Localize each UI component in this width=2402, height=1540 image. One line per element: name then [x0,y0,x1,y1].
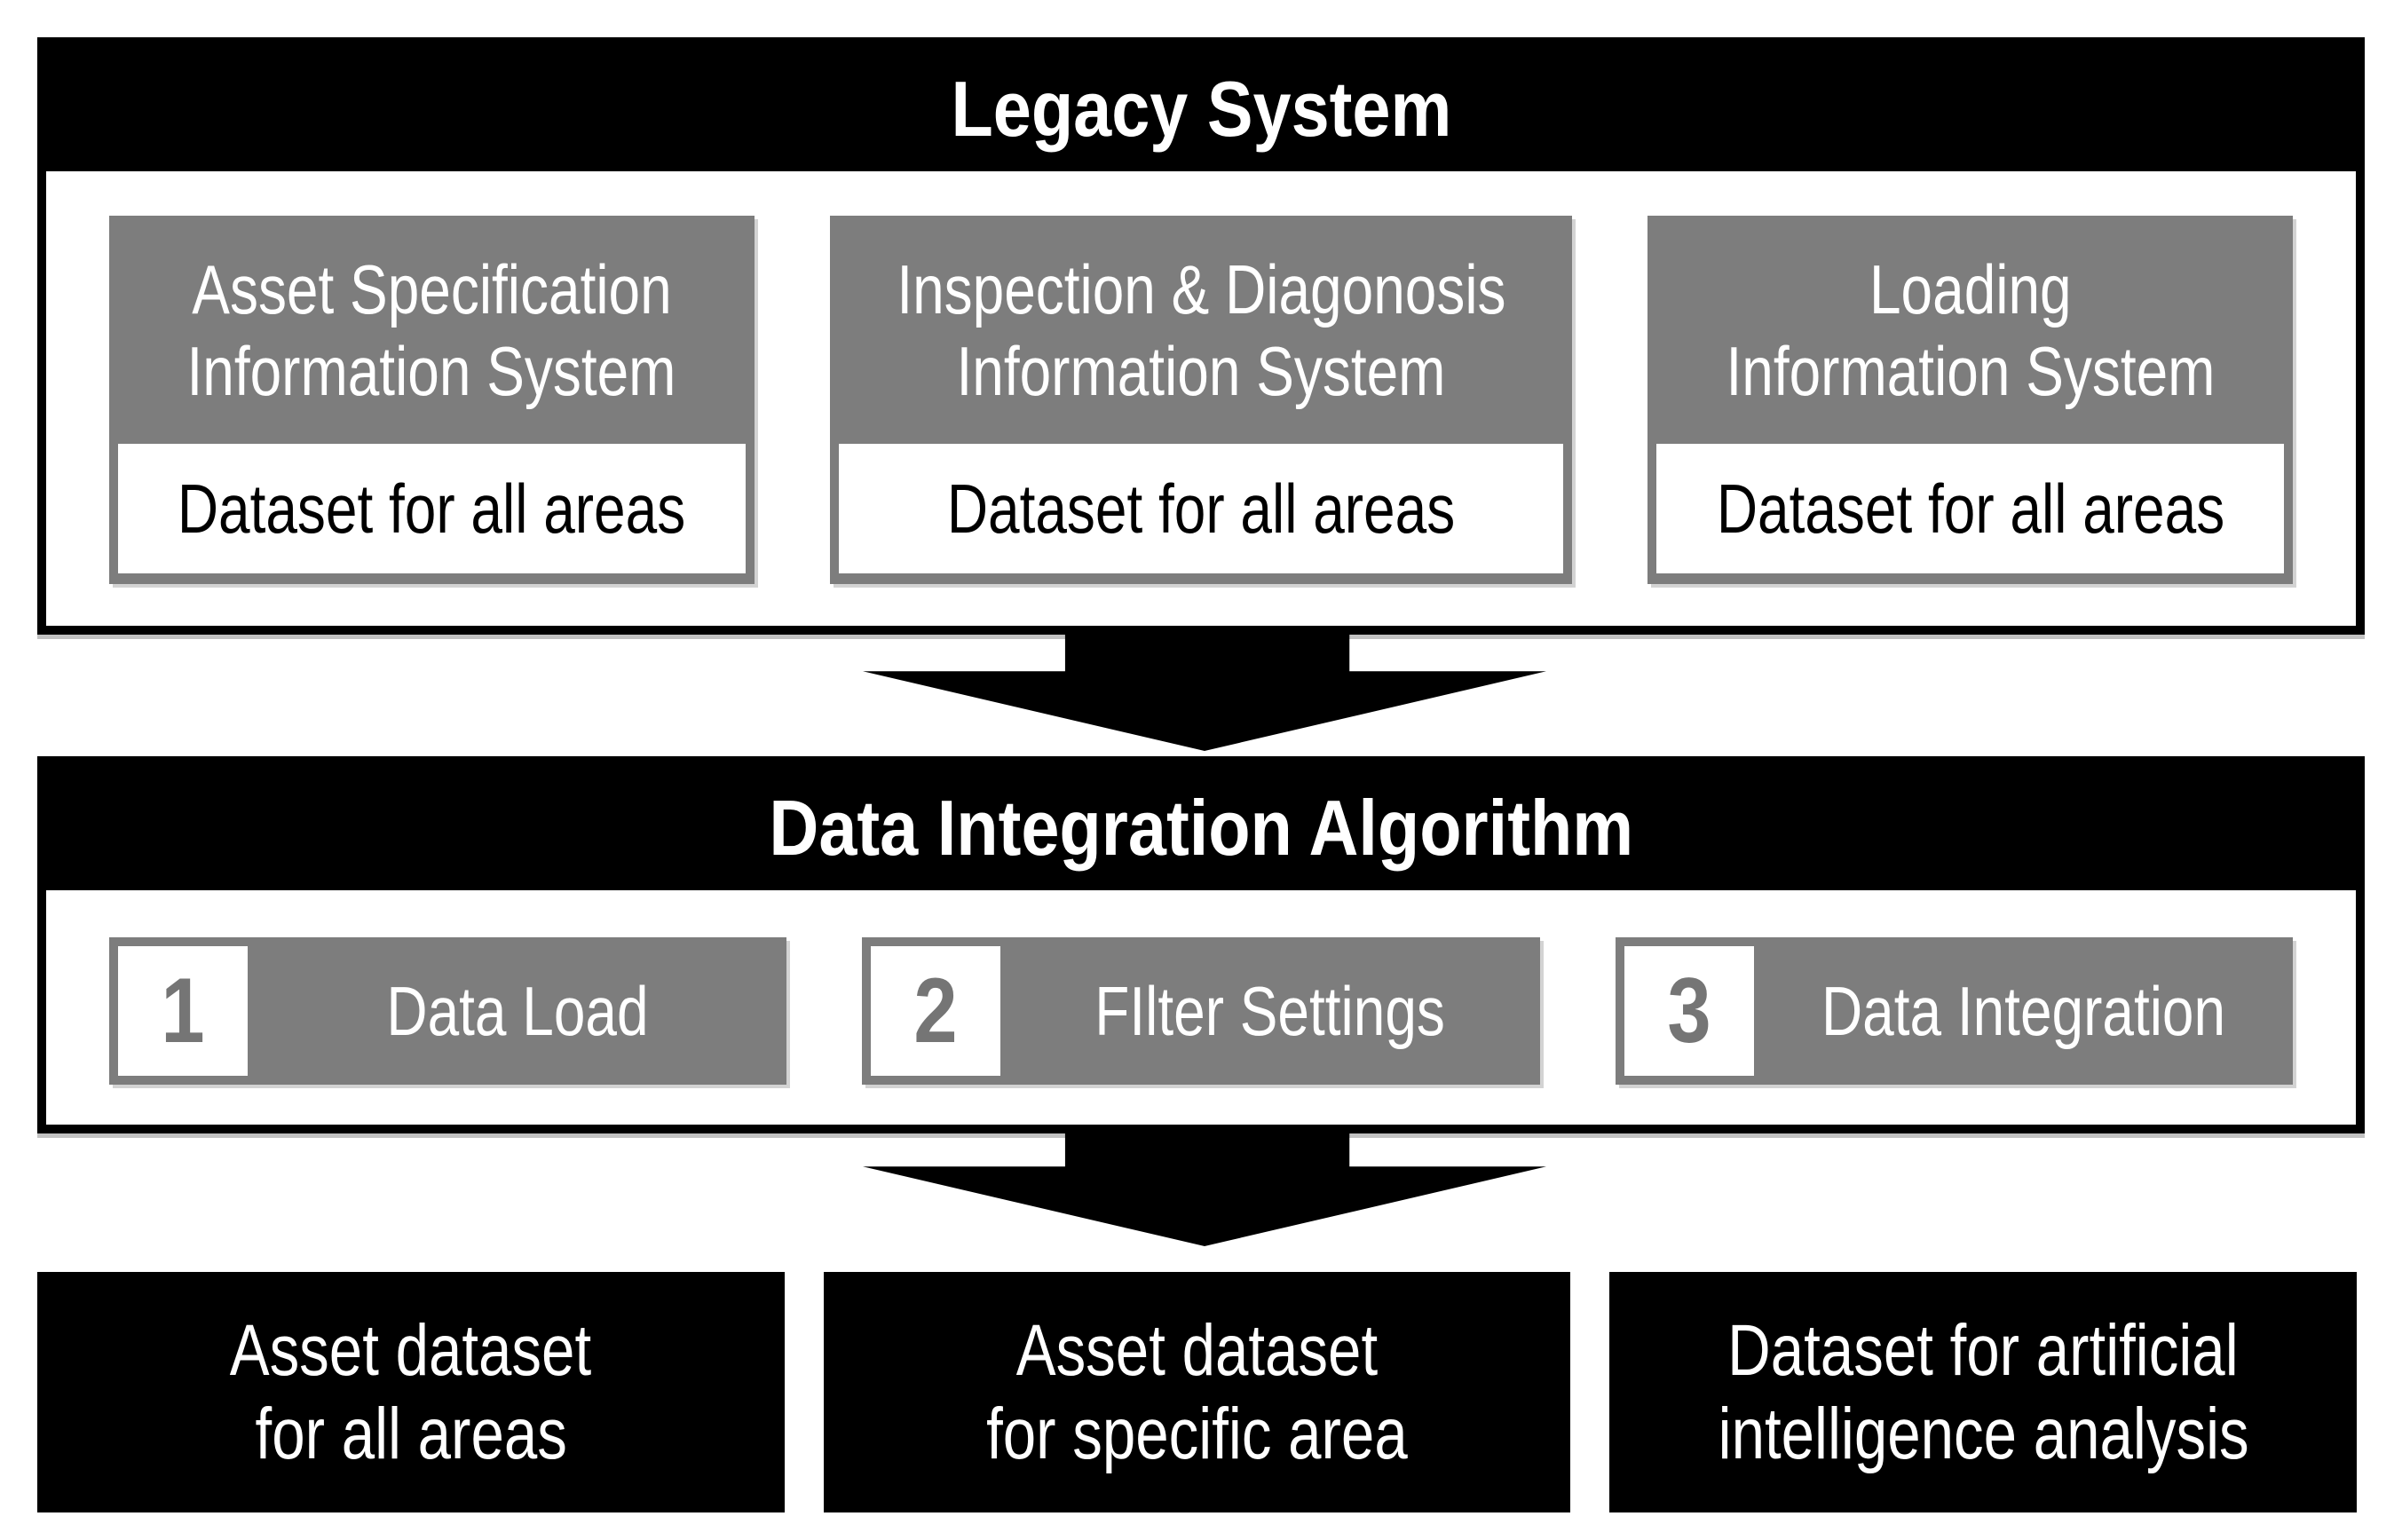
legacy-system-header: Legacy System [46,46,2356,171]
step-number-box: 2 [871,946,1001,1076]
output-line1: Asset dataset [1015,1309,1379,1391]
step-label-wrap: Data Integration [1754,937,2293,1085]
step-label: Data Integration [1821,971,2225,1050]
system-title-line2: Information System [1726,332,2216,410]
data-integration-algorithm-header: Data Integration Algorithm [46,765,2356,890]
system-box-inspection-diagnosis: Inspection & Diagonosis Information Syst… [829,216,1573,584]
output-line2: for all areas [255,1393,567,1474]
system-title-line1: Loading [1869,250,2072,328]
system-title: Asset Specification Information System [109,216,755,445]
step-number: 3 [1667,959,1711,1062]
dataset-box: Dataset for all areas [1656,444,2285,573]
legacy-system-section: Legacy System Asset Specification Inform… [37,37,2365,635]
dataset-label: Dataset for all areas [1716,469,2224,548]
dataset-box: Dataset for all areas [118,444,746,573]
step-number: 1 [161,959,205,1062]
system-title: Loading Information System [1647,216,2293,445]
output-line2: for specific area [986,1393,1408,1474]
system-title-line1: Asset Specification [192,250,672,328]
step-box-data-integration: 3 Data Integration [1615,937,2293,1085]
output-line1: Asset dataset [230,1309,592,1391]
step-label-wrap: Data Load [248,937,786,1085]
step-number: 2 [913,959,958,1062]
step-number-box: 3 [1624,946,1754,1076]
output-line1: Dataset for artificial [1727,1309,2239,1391]
outputs-row: Asset dataset for all areas Asset datase… [37,1272,2358,1512]
output-box-asset-dataset-all-areas: Asset dataset for all areas [37,1272,785,1512]
data-integration-algorithm-title: Data Integration Algorithm [769,783,1633,872]
system-title-line2: Information System [186,332,676,410]
step-label-wrap: FIlter Settings [1000,937,1539,1085]
step-label: FIlter Settings [1094,971,1446,1050]
algorithm-steps-row: 1 Data Load 2 FIlter Settings 3 [46,937,2356,1085]
output-line2: intelligence analysis [1718,1393,2249,1474]
step-label: Data Load [386,971,649,1050]
system-box-loading: Loading Information System Dataset for a… [1647,216,2294,584]
data-integration-algorithm-section: Data Integration Algorithm 1 Data Load 2… [37,756,2365,1133]
output-box-ai-analysis-dataset: Dataset for artificial intelligence anal… [1609,1272,2358,1512]
system-title-line2: Information System [956,332,1446,410]
system-title-line1: Inspection & Diagonosis [896,250,1506,328]
step-number-box: 1 [118,946,248,1076]
down-arrow-icon [863,1125,1546,1246]
dataset-label: Dataset for all areas [178,469,686,548]
system-title: Inspection & Diagonosis Information Syst… [830,216,1573,445]
step-box-data-load: 1 Data Load [109,937,787,1085]
dataset-box: Dataset for all areas [838,444,1564,573]
down-arrow-icon [863,630,1546,751]
step-box-filter-settings: 2 FIlter Settings [862,937,1540,1085]
system-box-asset-specification: Asset Specification Information System D… [109,216,755,584]
legacy-system-title: Legacy System [951,64,1451,153]
output-box-asset-dataset-specific-area: Asset dataset for specific area [823,1272,1571,1512]
legacy-systems-row: Asset Specification Information System D… [46,216,2356,584]
dataset-label: Dataset for all areas [946,469,1456,548]
